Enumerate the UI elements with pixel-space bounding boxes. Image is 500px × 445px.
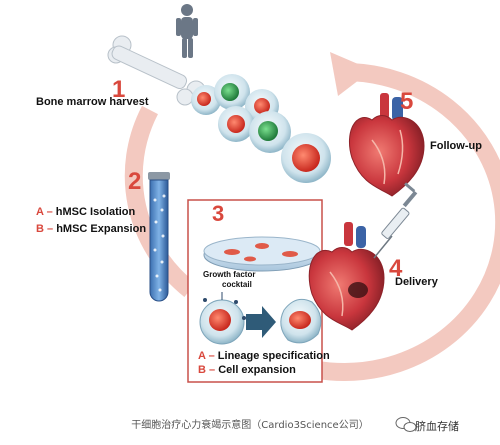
person-icon — [176, 4, 198, 58]
heart-delivery — [308, 222, 385, 331]
step3-item-b-dash: – — [209, 364, 216, 376]
step5-number: 5 — [400, 88, 414, 115]
lineage-cells — [199, 292, 322, 345]
brand-name: 脐血存储 — [415, 420, 459, 433]
step1-label: Bone marrow harvest — [36, 96, 149, 108]
step3-item-b-text: Cell expansion — [218, 364, 296, 376]
syringe-icon — [373, 182, 418, 259]
step3-item-a: A – Lineage specification — [198, 350, 330, 362]
step2-item-b: B – hMSC Expansion — [36, 223, 146, 235]
step2-item-b-letter: B — [36, 223, 44, 235]
step2-item-a-dash: – — [46, 206, 53, 218]
step4-label: Delivery — [395, 276, 438, 288]
heart-follow-up — [348, 93, 425, 197]
wechat-icon — [395, 417, 417, 432]
step3-item-a-text: Lineage specification — [217, 350, 330, 362]
step2-item-a: A – hMSC Isolation — [36, 206, 135, 218]
step2-item-b-text: hMSC Expansion — [56, 223, 147, 235]
test-tube-icon — [148, 172, 170, 302]
step3-item-b: B – Cell expansion — [198, 364, 296, 376]
growth-factor-label-line1: Growth factor — [203, 270, 256, 279]
step2-item-a-text: hMSC Isolation — [55, 206, 136, 218]
process-arrow — [246, 306, 276, 338]
step3-item-a-letter: A — [198, 350, 206, 362]
growth-factor-label-line2: cocktail — [222, 280, 252, 289]
figure-caption: 干细胞治疗心力衰竭示意图（Cardio3Science公司） — [131, 420, 369, 431]
step3-number: 3 — [212, 201, 225, 226]
step4-number: 4 — [389, 255, 403, 282]
step3-item-a-dash: – — [208, 350, 215, 362]
step3-item-b-letter: B — [198, 364, 206, 376]
step2-number: 2 — [128, 168, 142, 195]
step2-item-a-letter: A — [36, 206, 44, 218]
step1-number: 1 — [112, 76, 126, 103]
cycle-arrow-tail — [124, 105, 196, 298]
step5-label: Follow-up — [430, 140, 482, 152]
step2-item-b-dash: – — [47, 223, 54, 235]
petri-dish-icon — [203, 236, 321, 272]
cell-cluster — [191, 74, 331, 183]
cycle-arrowhead — [330, 52, 372, 96]
